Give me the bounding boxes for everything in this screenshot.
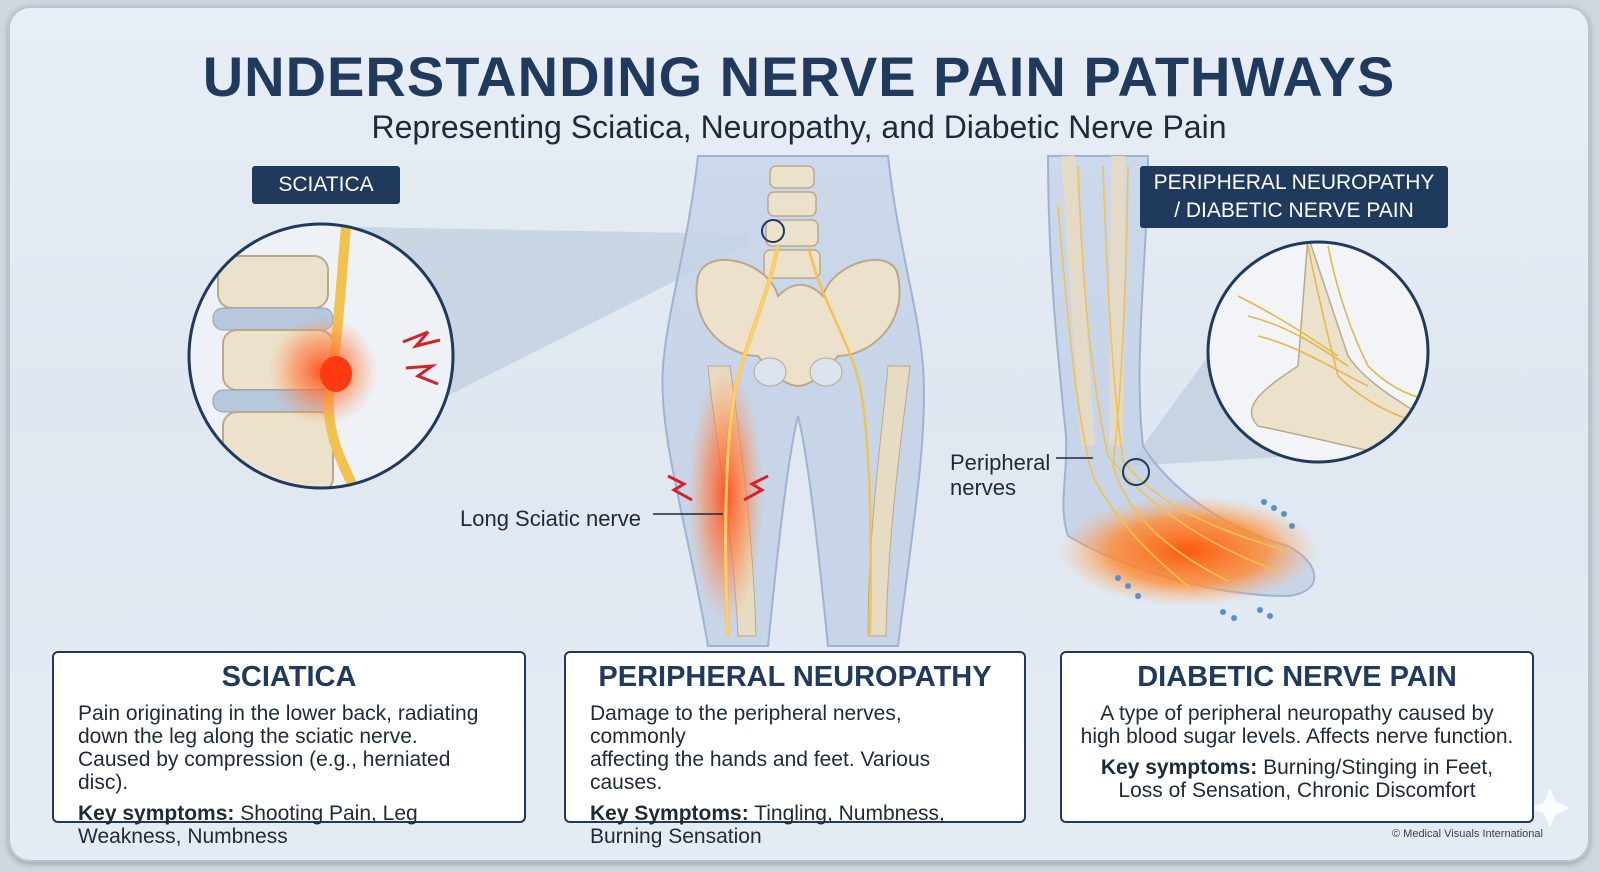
sparkle-icon xyxy=(1530,788,1570,828)
diabetic-nerve-pain-card: DIABETIC NERVE PAIN A type of peripheral… xyxy=(1060,651,1534,823)
symptoms-label: Key symptoms: xyxy=(1100,756,1258,779)
leg-foot-figure xyxy=(1046,155,1318,621)
card-title: DIABETIC NERVE PAIN xyxy=(1137,661,1457,693)
symptoms-text: Tingling, Numbness, Burning Sensation xyxy=(590,802,945,848)
symptoms-label: Key symptoms: xyxy=(78,802,235,825)
card-description: Pain originating in the lower back, radi… xyxy=(78,702,479,794)
peripheral-label-line2: nerves xyxy=(950,475,1017,500)
sciatica-tag: SCIATICA xyxy=(252,166,400,204)
peripheral-label-line1: Peripheral xyxy=(950,450,1051,475)
foot-closeup xyxy=(1206,240,1430,464)
card-symptoms: Key symptoms: Burning/Stinging in Feet, … xyxy=(1076,756,1518,802)
neuropathy-tag-line1: PERIPHERAL NEUROPATHY xyxy=(1153,171,1435,194)
peripheral-nerves-label: Peripheral nerves xyxy=(950,450,1050,500)
neuropathy-tag-line2: / DIABETIC NERVE PAIN xyxy=(1174,199,1414,222)
card-title: SCIATICA xyxy=(221,661,357,693)
spine-closeup xyxy=(187,222,455,490)
card-description: Damage to the peripheral nerves, commonl… xyxy=(590,702,931,794)
symptoms-text: Burning/Stinging in Feet, Loss of Sensat… xyxy=(1118,756,1494,802)
infographic-frame: UNDERSTANDING NERVE PAIN PATHWAYS Repres… xyxy=(8,6,1590,862)
peripheral-neuropathy-card: PERIPHERAL NEUROPATHY Damage to the peri… xyxy=(564,651,1026,848)
sciatic-nerve-label: Long Sciatic nerve xyxy=(460,506,641,531)
card-symptoms: Key Symptoms: Tingling, Numbness, Burnin… xyxy=(590,802,1000,848)
page-subtitle: Representing Sciatica, Neuropathy, and D… xyxy=(371,109,1227,145)
page-title: UNDERSTANDING NERVE PAIN PATHWAYS xyxy=(202,45,1396,108)
sciatica-card: SCIATICA Pain originating in the lower b… xyxy=(52,651,526,848)
neuropathy-tag: PERIPHERAL NEUROPATHY / DIABETIC NERVE P… xyxy=(1140,166,1448,228)
card-title: PERIPHERAL NEUROPATHY xyxy=(598,661,992,693)
copyright-notice: © Medical Visuals International xyxy=(1392,828,1543,840)
symptoms-label: Key Symptoms: xyxy=(590,802,749,825)
anatomy-illustration xyxy=(187,155,1570,828)
pelvis-figure xyxy=(661,155,925,647)
card-symptoms: Key symptoms: Shooting Pain, Leg Weaknes… xyxy=(78,802,500,848)
symptoms-text: Shooting Pain, Leg Weakness, Numbness xyxy=(78,802,418,848)
card-description: A type of peripheral neuropathy caused b… xyxy=(1080,702,1514,748)
